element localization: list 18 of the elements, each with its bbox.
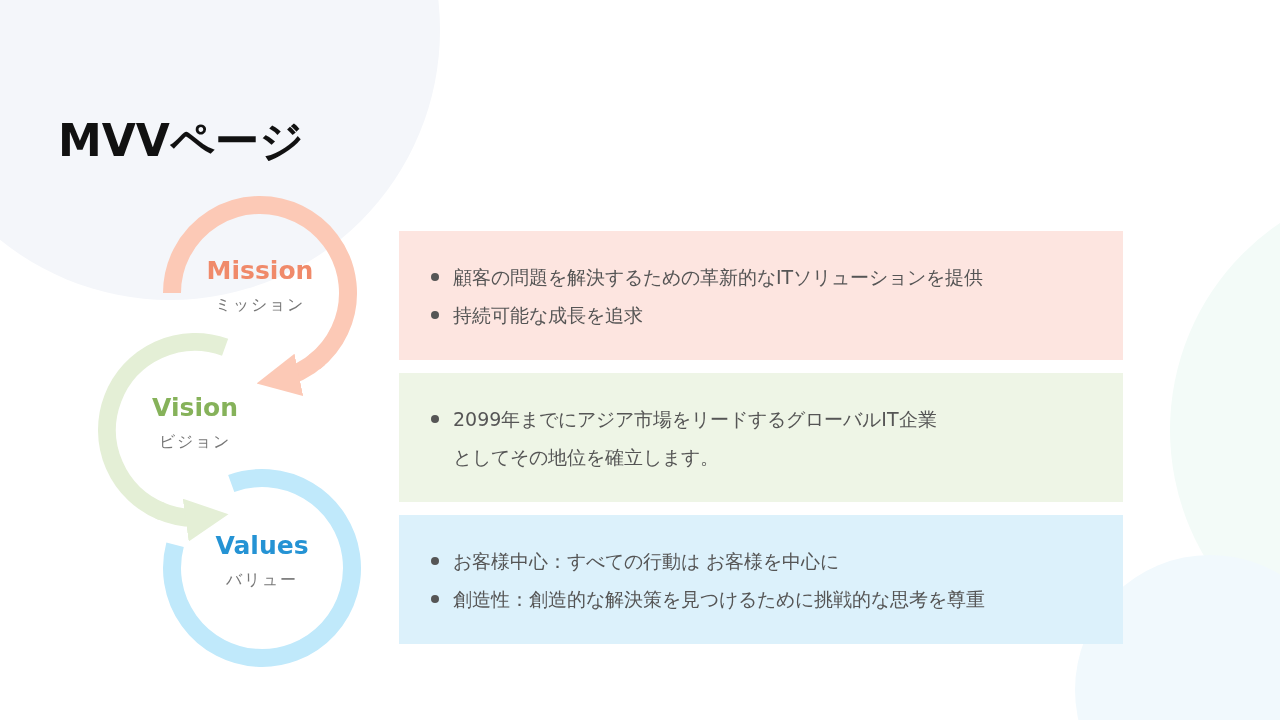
ring-subtitle: ミッション	[214, 295, 306, 316]
bullet-item: お客様中心：すべての行動は お客様を中心に	[431, 541, 1103, 580]
statement-panel	[399, 515, 1123, 644]
slide-title: MVVページ	[58, 114, 304, 168]
ring-subtitle: ビジョン	[158, 432, 232, 453]
statement-panel	[399, 231, 1123, 360]
bullet-item: 持続可能な成長を追求	[431, 295, 1103, 334]
curved-arrow	[156, 497, 229, 541]
ring-heading: Vision	[151, 393, 239, 422]
ring-heading: Values	[214, 531, 310, 560]
bullet-item: 創造性：創造的な解決策を見つけるために挑戦的な思考を尊重	[431, 579, 1103, 618]
ring-node	[163, 469, 361, 667]
ring-subtitle: バリュー	[225, 570, 299, 591]
bullet-item: 2099年までにアジア市場をリードするグローバルIT企業としてその地位を確立します。	[431, 399, 953, 476]
curved-arrow	[256, 351, 325, 395]
bullet-item: 顧客の問題を解決するための革新的なITソリューションを提供	[431, 257, 1103, 296]
ring-heading: Mission	[205, 256, 315, 285]
statement-panel	[399, 373, 1123, 502]
